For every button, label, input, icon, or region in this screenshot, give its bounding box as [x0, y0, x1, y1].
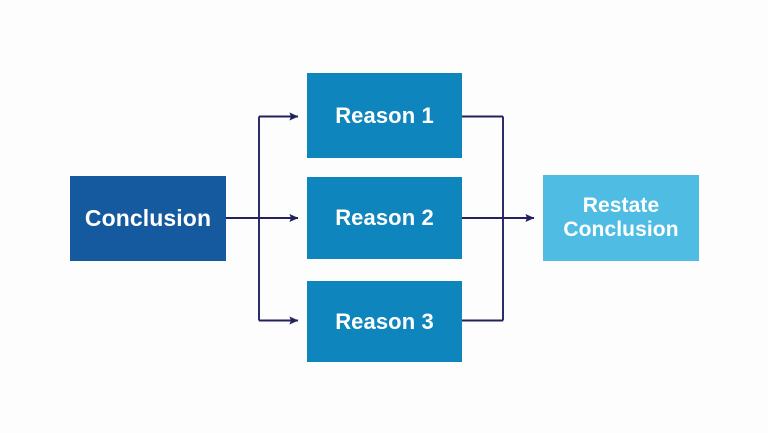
node-restate-conclusion-label-line-2: Conclusion: [563, 218, 679, 241]
node-reason-2-label: Reason 2: [335, 205, 434, 231]
node-conclusion[interactable]: Conclusion: [70, 176, 226, 261]
node-restate-conclusion-label-line-1: Restate: [582, 194, 660, 218]
node-reason-2[interactable]: Reason 2: [307, 177, 462, 259]
node-conclusion-label: Conclusion: [84, 205, 212, 232]
node-restate-conclusion[interactable]: Restate Conclusion: [543, 175, 699, 261]
node-reason-3-label: Reason 3: [335, 308, 434, 334]
node-restate-conclusion-label: Restate Conclusion: [543, 194, 699, 242]
node-reason-3[interactable]: Reason 3: [307, 281, 462, 362]
node-reason-1[interactable]: Reason 1: [307, 73, 462, 158]
node-reason-1-label: Reason 1: [335, 102, 434, 128]
